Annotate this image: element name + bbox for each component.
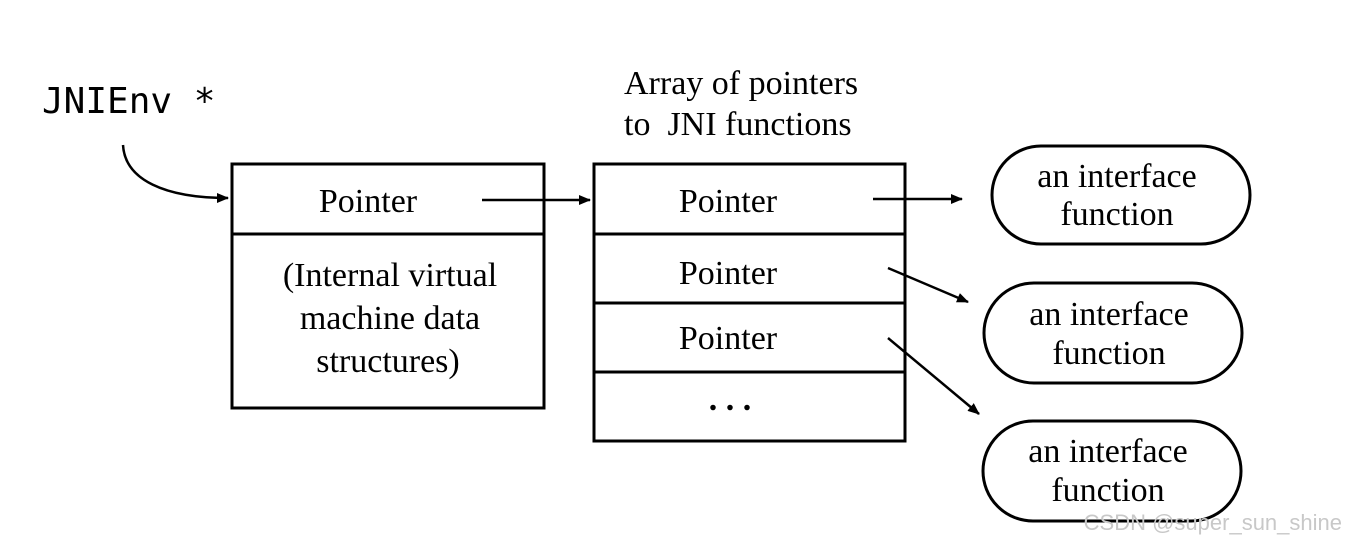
env-box: Pointer (Internal virtual machine data s… [230,162,546,410]
interface-function-2: an interface function [982,281,1244,385]
function-1-line-1: an interface [1037,158,1197,195]
function-oval-1 [990,144,1252,246]
array-title-line-1: Array of pointers [624,65,858,102]
env-pointer-label: Pointer [319,183,418,220]
interface-function-3: an interface function [981,419,1243,523]
array-cell-2: Pointer [679,255,778,292]
array-ellipsis: . . . [709,381,752,418]
pointer-array: Pointer Pointer Pointer . . . [592,162,907,443]
env-internal-line-3: structures) [316,343,460,380]
array-cell-3: Pointer [679,320,778,357]
jnienv-label: JNIEnv * [42,81,215,122]
array-to-function-2-arrow [887,266,969,304]
function-2-line-1: an interface [1029,296,1189,333]
csdn-watermark: CSDN @super_sun_shine [1084,510,1342,535]
array-title-line-2: to JNI functions [624,106,852,143]
function-2-line-2: function [1052,335,1165,372]
function-oval-3 [981,419,1243,523]
jnienv-to-env-arrow [121,144,229,203]
array-to-function-3-arrow [887,337,980,415]
env-internal-line-2: machine data [300,300,480,337]
function-oval-2 [982,281,1244,385]
env-box-outline [230,162,546,410]
function-3-line-1: an interface [1028,433,1188,470]
function-1-line-2: function [1060,196,1173,233]
env-internal-line-1: (Internal virtual [283,257,497,294]
array-cell-1: Pointer [679,183,778,220]
function-3-line-2: function [1051,472,1164,509]
interface-function-1: an interface function [990,144,1252,246]
